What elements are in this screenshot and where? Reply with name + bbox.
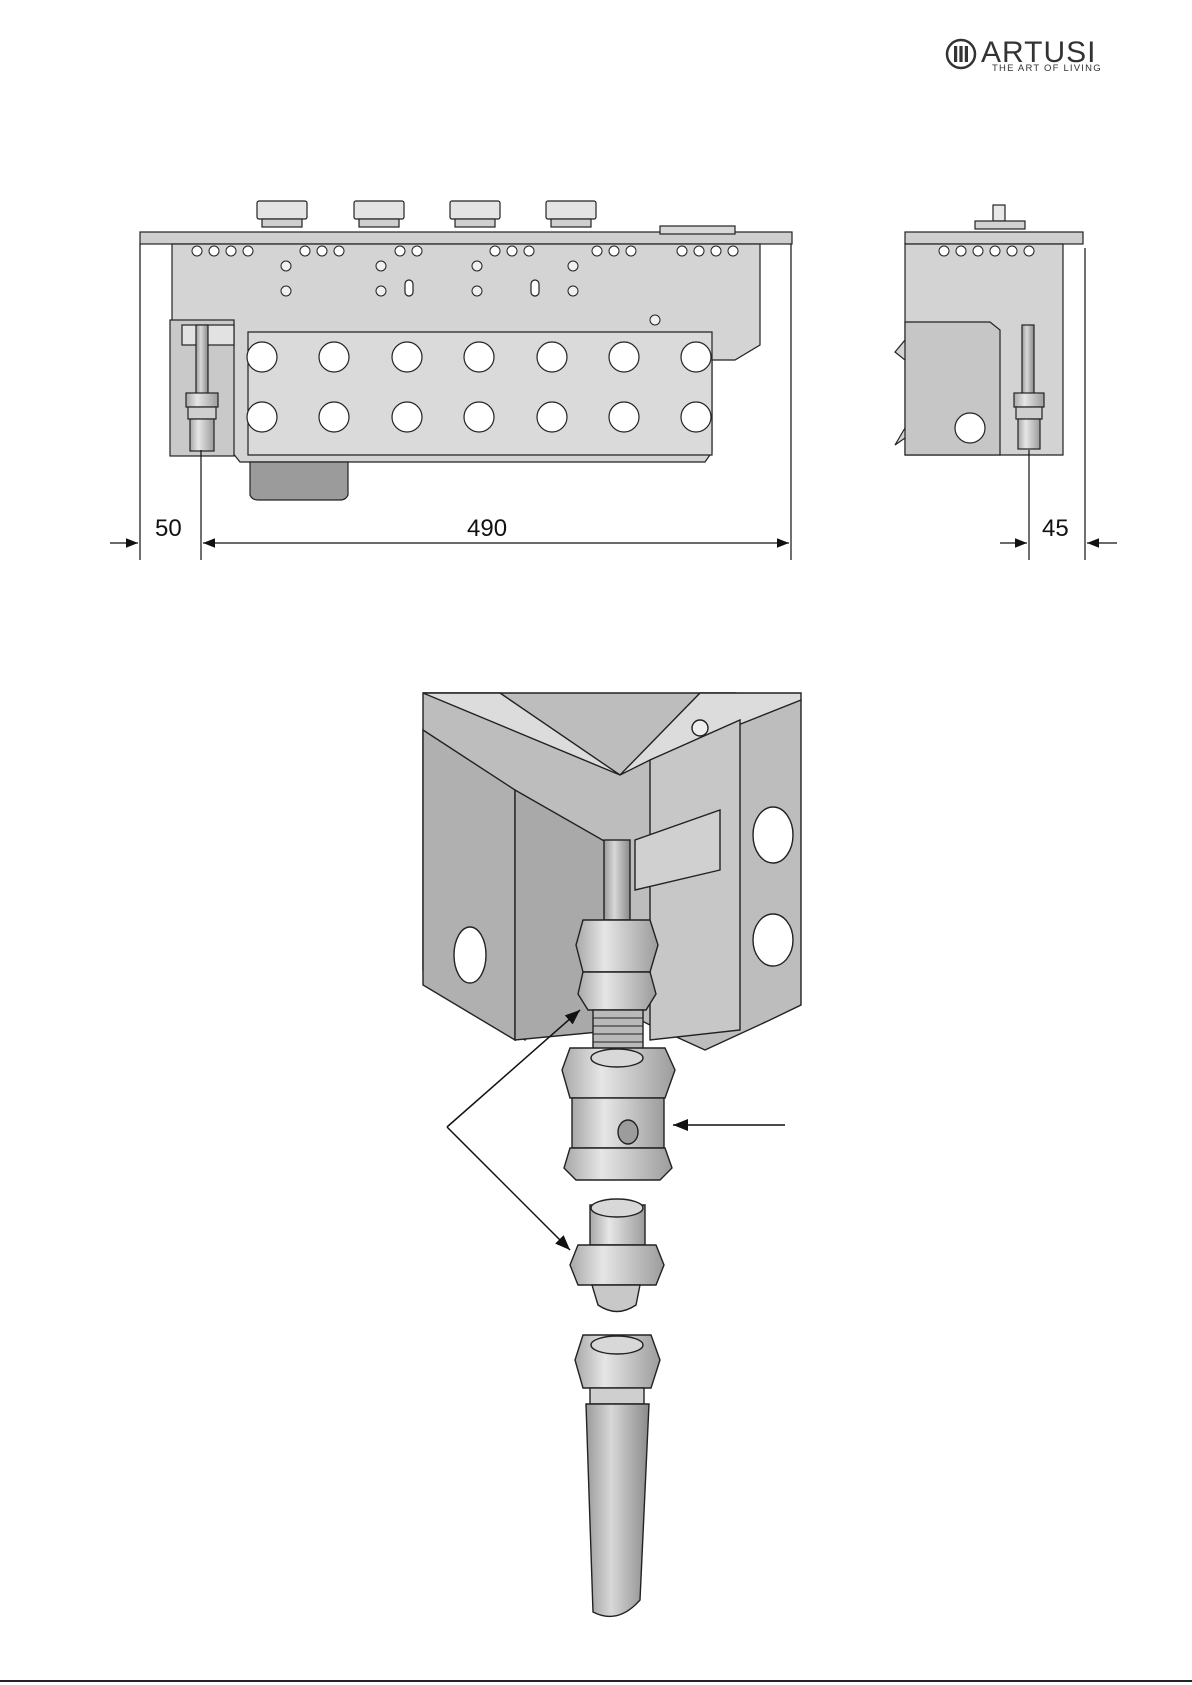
knob-row: [257, 201, 596, 227]
dimension-left-offset: 50: [155, 515, 182, 542]
footer-rule: [0, 1680, 1192, 1682]
dimension-width: 490: [467, 515, 507, 542]
exploded-detail-view: [423, 693, 801, 1616]
front-view: [140, 201, 792, 500]
side-view: [895, 205, 1083, 455]
dimension-right-offset: 45: [1042, 515, 1069, 542]
